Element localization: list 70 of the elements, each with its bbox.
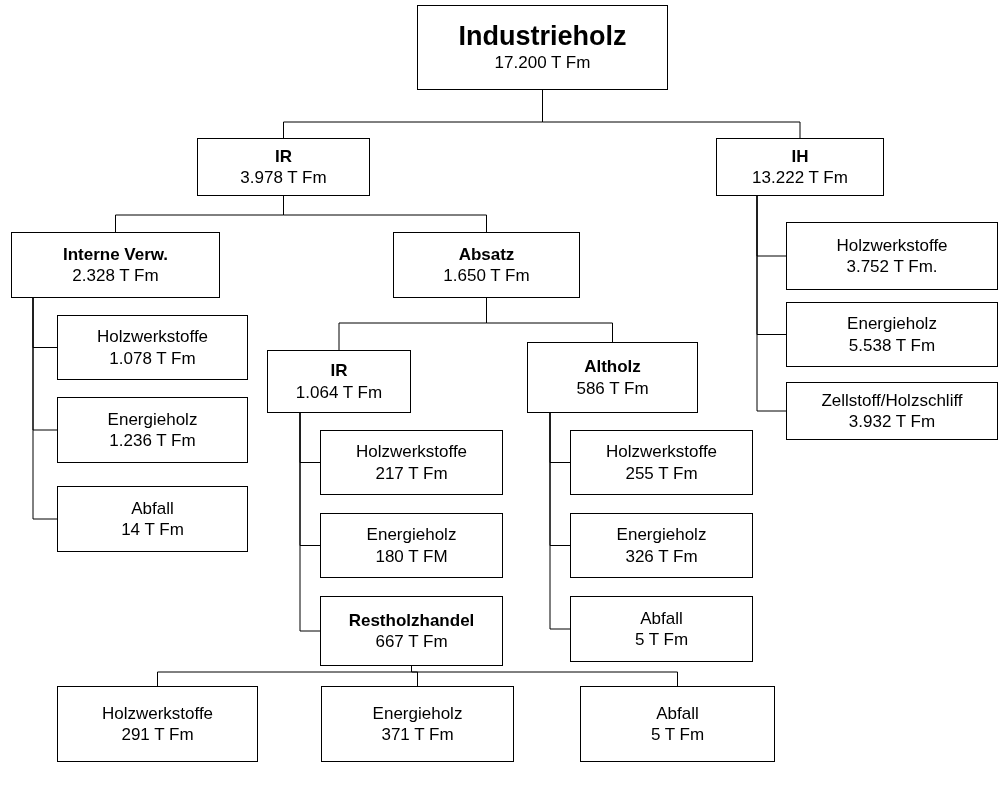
org-box (570, 596, 753, 662)
org-box (321, 686, 514, 762)
box-title: Energieholz (366, 524, 457, 546)
volume-value: 291 T Fm (121, 724, 194, 746)
volume-value: 217 T Fm (375, 462, 448, 484)
org-box (570, 430, 753, 495)
volume-value: 14 T Fm (121, 519, 184, 541)
box-title: IR (330, 360, 348, 382)
volume-value: 5.538 T Fm (848, 334, 936, 356)
connector-line (299, 412, 321, 632)
org-box (393, 232, 580, 298)
box-title: Holzwerkstoffe (96, 326, 209, 348)
volume-value: 5 T Fm (634, 629, 689, 651)
volume-value: 17.200 T Fm (494, 52, 591, 74)
volume-value: 1.078 T Fm (109, 347, 196, 369)
box-title: Altholz (584, 356, 641, 378)
volume-value: 3.752 T Fm. (846, 256, 938, 278)
volume-value: 1.064 T Fm (295, 381, 383, 403)
box-title: Restholzhandel (348, 609, 475, 631)
org-box (320, 513, 503, 578)
org-box (197, 138, 370, 196)
volume-value: 1.236 T Fm (109, 430, 196, 452)
org-box (417, 5, 668, 90)
volume-value: 3.978 T Fm (240, 167, 327, 189)
org-box (267, 350, 411, 413)
box-title: Energieholz (107, 408, 198, 430)
org-box (320, 430, 503, 495)
box-title: Holzwerkstoffe (836, 234, 948, 256)
box-title: Absatz (458, 243, 515, 265)
volume-value: 180 T FM (375, 545, 448, 567)
box-title: Interne Verw. (62, 243, 169, 265)
org-box (57, 686, 258, 762)
box-title: Zellstoff/Holzschliff (821, 389, 963, 411)
org-box (570, 513, 753, 578)
org-box (57, 315, 248, 380)
connector-line (756, 195, 787, 412)
connector-line (32, 297, 58, 520)
box-title: Abfall (656, 702, 699, 724)
org-box (320, 596, 503, 666)
box-title: Holzwerkstoffe (101, 702, 214, 724)
volume-value: 667 T Fm (375, 631, 448, 653)
box-title: Energieholz (616, 524, 707, 546)
org-box (786, 302, 998, 367)
connector-line (549, 412, 571, 630)
box-title: IH (791, 145, 809, 167)
volume-value: 586 T Fm (576, 377, 649, 399)
org-box (786, 382, 998, 440)
org-box (57, 397, 248, 463)
volume-value: 3.932 T Fm (848, 411, 936, 433)
org-box (786, 222, 998, 290)
box-title: IR (275, 145, 292, 167)
org-box (580, 686, 775, 762)
box-title: Energieholz (847, 313, 937, 335)
volume-value: 326 T Fm (625, 545, 698, 567)
box-title: Abfall (640, 607, 683, 629)
box-title: Holzwerkstoffe (605, 441, 718, 463)
box-title: Energieholz (372, 702, 463, 724)
org-box (527, 342, 698, 413)
volume-value: 2.328 T Fm (72, 265, 159, 287)
box-title: Abfall (131, 497, 174, 519)
volume-value: 371 T Fm (381, 724, 454, 746)
box-title: Industrieholz (458, 21, 627, 53)
volume-value: 1.650 T Fm (443, 265, 530, 287)
volume-value: 13.222 T Fm (752, 167, 848, 189)
volume-value: 5 T Fm (650, 724, 705, 746)
org-box (716, 138, 884, 196)
volume-value: 255 T Fm (625, 462, 698, 484)
org-box (11, 232, 220, 298)
box-title: Holzwerkstoffe (355, 441, 468, 463)
org-box (57, 486, 248, 552)
